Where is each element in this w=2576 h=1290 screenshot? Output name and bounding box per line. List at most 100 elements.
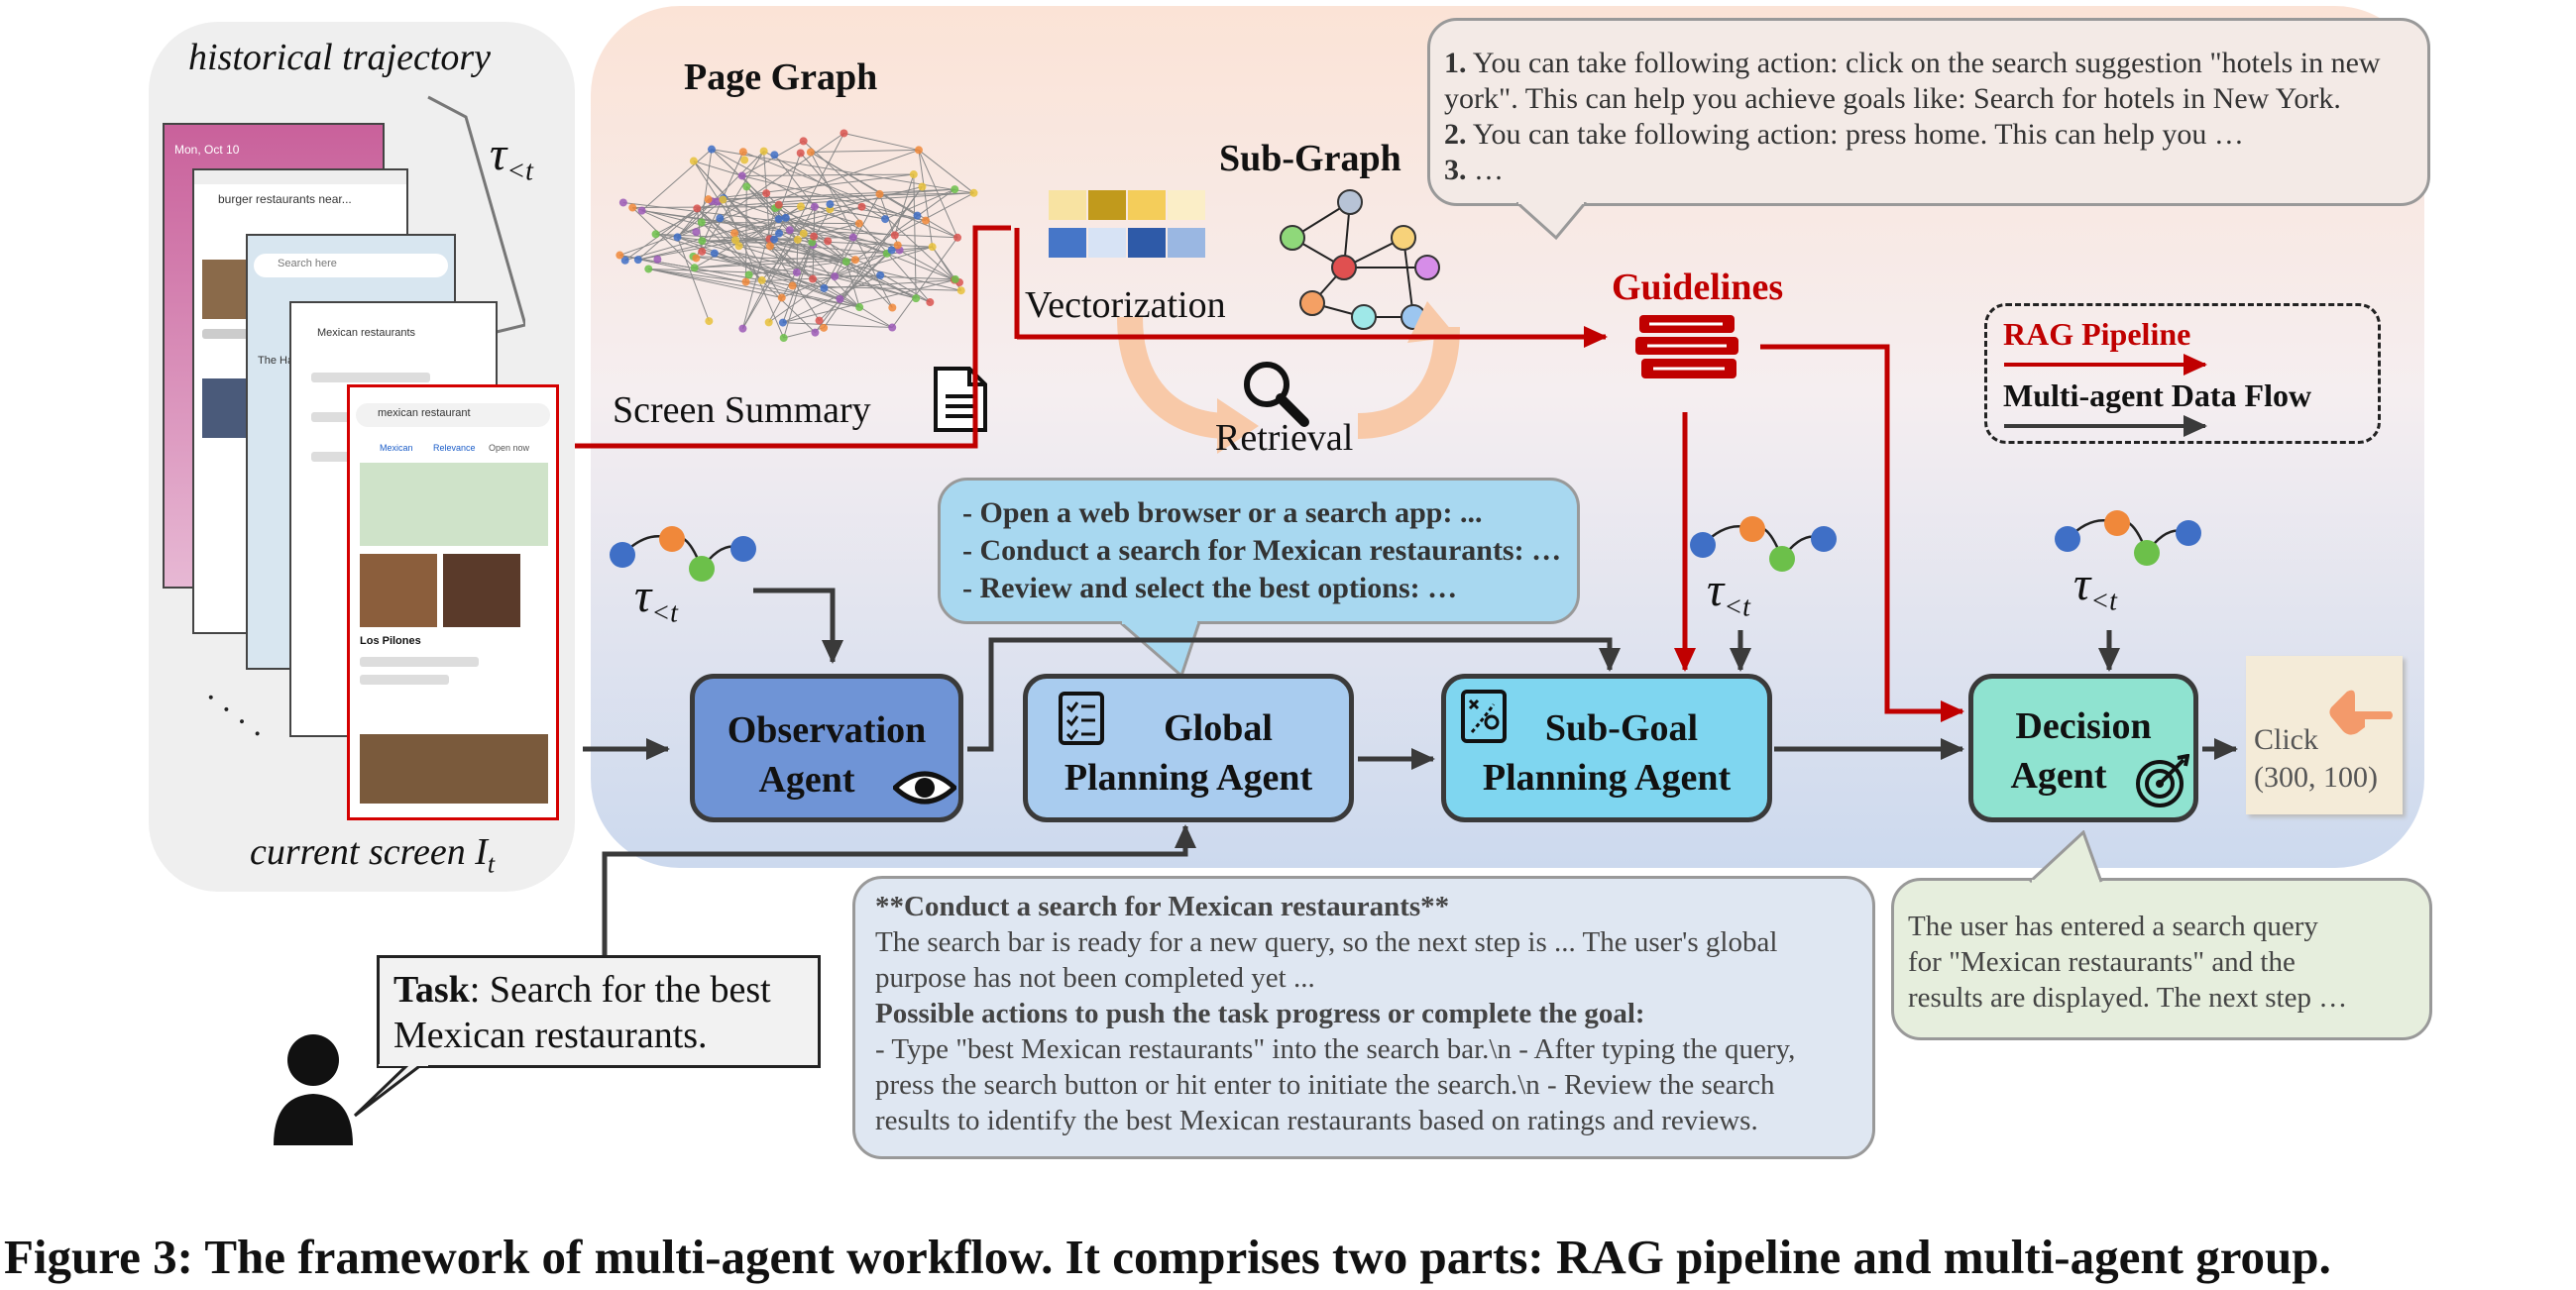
graph-node: [738, 148, 747, 157]
graph-node: [651, 230, 660, 239]
graph-node: [811, 328, 820, 337]
graph-node: [737, 171, 746, 180]
task-bubble: Task: Search for the best Mexican restau…: [377, 955, 821, 1068]
graph-node: [913, 211, 922, 220]
books-icon: [1635, 315, 1738, 378]
current-screen-label: current screen It: [250, 831, 496, 879]
graph-node: [778, 318, 787, 327]
graph-node: [799, 137, 808, 146]
graph-edge: [843, 132, 920, 151]
tau-graph-observation: [610, 526, 756, 582]
graph-edge: [894, 173, 915, 236]
graph-edge: [641, 149, 713, 212]
page-graph-visual: [616, 129, 978, 343]
decision-bubble-tail: [2028, 830, 2103, 888]
graph-node: [881, 215, 890, 224]
global-planning-agent[interactable]: Global Planning Agent: [1023, 674, 1354, 822]
graph-node: [730, 229, 739, 238]
graph-edge: [918, 150, 958, 239]
graph-node: [774, 200, 783, 209]
graph-node: [951, 274, 959, 283]
graph-node: [918, 182, 927, 191]
graph-node: [765, 242, 774, 251]
graph-node: [738, 324, 747, 333]
global-agent-line1: Global: [1164, 707, 1273, 749]
graph-node: [969, 188, 978, 197]
trajectory-node: [1811, 526, 1837, 552]
graph-node: [644, 265, 653, 273]
graph-node: [633, 256, 642, 265]
screen-summary-label: Screen Summary: [613, 389, 871, 431]
graph-node: [781, 213, 790, 222]
document-icon: [934, 367, 987, 432]
trajectory-node: [1769, 546, 1795, 572]
graph-node: [810, 202, 819, 211]
graph-node: [719, 195, 728, 204]
trajectory-node: [610, 542, 635, 568]
graph-node: [953, 233, 962, 242]
pointing-hand-icon: [2329, 690, 2393, 735]
graph-node: [762, 189, 771, 198]
graph-node: [876, 270, 885, 279]
graph-node: [810, 232, 819, 241]
graph-edge: [708, 173, 914, 200]
graph-node: [855, 303, 864, 312]
graph-node: [799, 229, 808, 238]
historical-trajectory-label: historical trajectory: [188, 37, 492, 78]
graph-node: [796, 202, 805, 211]
graph-edge: [701, 149, 713, 223]
subgraph-node: [1337, 189, 1363, 215]
graph-edge: [830, 203, 927, 222]
sub-goal-planning-agent[interactable]: Sub-Goal Planning Agent: [1441, 674, 1772, 822]
graph-node: [759, 147, 768, 156]
subgoal-agent-line1: Sub-Goal: [1544, 707, 1699, 749]
graph-node: [710, 249, 719, 258]
graph-node: [792, 268, 801, 276]
graph-node: [857, 202, 866, 211]
graph-node: [744, 270, 753, 279]
graph-node: [806, 148, 815, 157]
legend-rag-arrow: [2004, 354, 2207, 376]
graph-node: [956, 286, 965, 295]
graph-node: [707, 145, 716, 154]
tau-subgoal: τ<t: [1707, 564, 1750, 623]
graph-node: [692, 228, 701, 237]
graph-node: [637, 206, 646, 215]
observation-agent-line1: Observation: [727, 709, 927, 751]
graph-node: [820, 323, 829, 332]
subgraph-node: [1299, 290, 1325, 316]
graph-node: [893, 241, 902, 250]
subgoal-bubble: **Conduct a search for Mexican restauran…: [852, 876, 1875, 1159]
graph-node: [704, 195, 713, 204]
graph-edge: [637, 233, 780, 261]
decision-agent[interactable]: Decision Agent: [1968, 674, 2198, 822]
checklist-icon: [1059, 692, 1104, 745]
trajectory-node: [1739, 516, 1765, 542]
legend-flow-arrow: [2004, 415, 2207, 437]
graph-node: [888, 323, 897, 332]
graph-node: [770, 151, 779, 160]
graph-node: [740, 156, 749, 164]
graph-node: [796, 149, 805, 158]
graph-node: [785, 226, 794, 235]
strategy-icon: [1461, 690, 1507, 743]
tau-history-label: τ<t: [490, 128, 533, 187]
tau-decision: τ<t: [2073, 558, 2117, 617]
graph-edge: [918, 150, 974, 194]
graph-node: [951, 185, 959, 194]
graph-node: [731, 236, 740, 245]
graph-node: [841, 258, 850, 267]
trajectory-bracket: [427, 95, 525, 339]
graph-edge: [741, 174, 927, 222]
graph-node: [912, 294, 921, 303]
graph-node: [705, 317, 714, 326]
graph-node: [921, 216, 930, 225]
graph-edge: [708, 192, 974, 200]
graph-node: [693, 204, 702, 213]
task-bubble-tail: [353, 1064, 428, 1118]
observation-agent[interactable]: Observation Agent: [690, 674, 963, 822]
vector-blocks: [1049, 190, 1207, 266]
global-plan-bubble-tail: [1120, 620, 1201, 679]
tau-graph-subgoal: [1690, 516, 1837, 572]
graph-node: [692, 254, 701, 263]
